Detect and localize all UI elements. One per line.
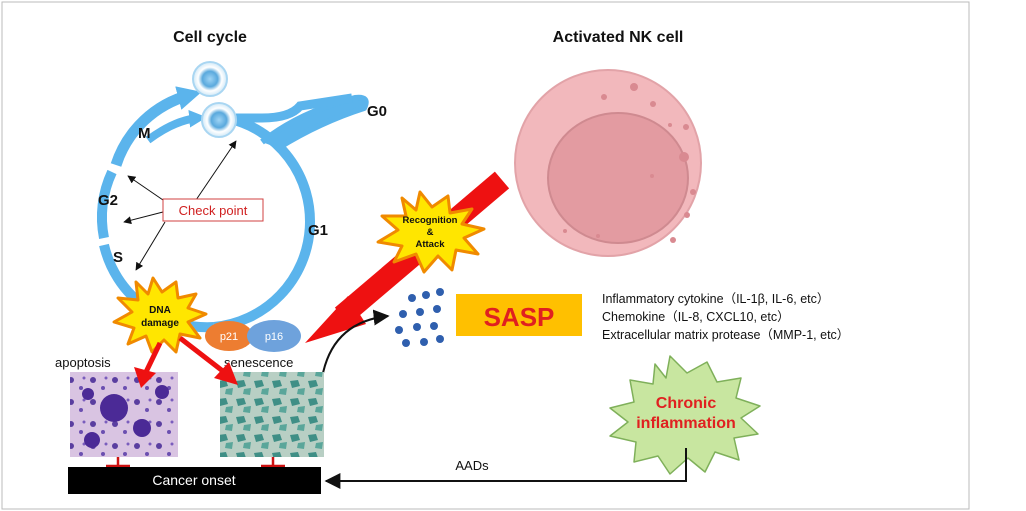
outer-frame [1, 1, 970, 510]
dividing-cell-bottom [201, 102, 237, 138]
apoptosis-inhibition [106, 457, 130, 468]
p21-ellipse [205, 321, 253, 351]
dna-damage-line2: damage [141, 318, 179, 329]
check-point-label: Check point [179, 203, 248, 218]
p16-label: p16 [265, 331, 283, 343]
dna-to-senescence-arrow [178, 336, 226, 374]
dna-to-apoptosis-head [134, 367, 156, 388]
chronic-line1: Chronic [656, 395, 717, 412]
checkpoint-arrows [123, 140, 237, 271]
phase-s-label: S [113, 249, 123, 266]
nk-cell-title: Activated NK cell [553, 29, 684, 46]
g2-arc [97, 169, 117, 239]
m-arc [110, 86, 202, 167]
p21-label: p21 [220, 331, 238, 343]
dna-to-apoptosis-arrow [143, 341, 163, 374]
m-inner-arc [145, 109, 207, 144]
dna-damage-line1: DNA [149, 305, 171, 316]
senescence-image [220, 372, 324, 457]
apoptosis-label: apoptosis [55, 355, 111, 370]
p16-ellipse [247, 320, 301, 352]
g1-arc [213, 113, 315, 332]
g0-connector [236, 93, 353, 123]
g0-loop [260, 94, 369, 151]
sasp-box [456, 294, 582, 336]
recognition-line3: Attack [415, 239, 445, 250]
dna-damage-burst [112, 276, 208, 354]
attack-arrow-head [305, 296, 366, 343]
sasp-line-2: Chemokine（IL-8, CXCL10, etc） [602, 310, 790, 324]
senescence-label: senescence [224, 355, 293, 370]
aads-arrow [324, 448, 687, 489]
dna-to-senescence-head [214, 362, 238, 385]
chronic-inflammation-burst [609, 355, 761, 475]
senescence-inhibition [261, 457, 285, 468]
phase-g0-label: G0 [367, 103, 387, 120]
cancer-onset-label: Cancer onset [152, 472, 235, 488]
senescence-to-sasp-arrow [321, 309, 390, 379]
sasp-dots [395, 288, 444, 347]
recognition-line1: Recognition [403, 215, 458, 226]
dividing-cell-top [192, 61, 228, 97]
recognition-line2: & [427, 227, 434, 238]
recognition-burst [376, 190, 486, 274]
sasp-line-1: Inflammatory cytokine（IL-1β, IL-6, etc） [602, 292, 829, 306]
cancer-onset-bar [68, 467, 321, 494]
sasp-title: SASP [484, 302, 555, 332]
phase-m-label: M [138, 125, 151, 142]
cell-cycle-title: Cell cycle [173, 29, 247, 46]
phase-g1-label: G1 [308, 222, 328, 239]
aads-label: AADs [455, 458, 489, 473]
nk-cell [514, 69, 702, 257]
check-point-box [162, 198, 264, 222]
cell-cycle-ring [97, 86, 369, 333]
sasp-line-3: Extracellular matrix protease（MMP-1, etc… [602, 328, 849, 342]
phase-g2-label: G2 [98, 192, 118, 209]
apoptosis-cells [82, 385, 169, 448]
chronic-line2: inflammation [636, 415, 736, 432]
